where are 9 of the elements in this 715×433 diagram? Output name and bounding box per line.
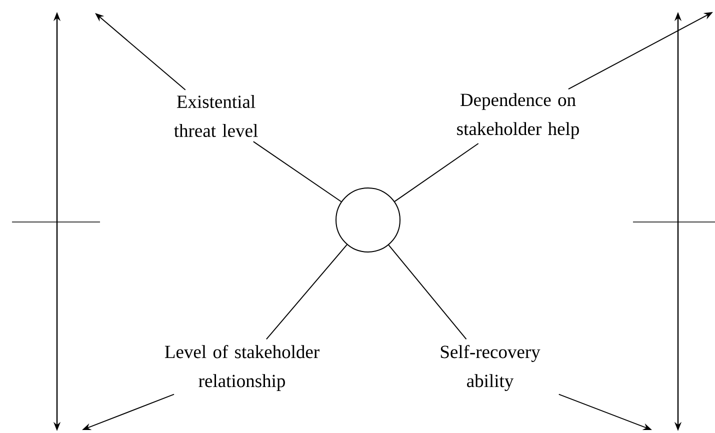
text-label: Level of stakeholder relationship <box>164 345 320 391</box>
connector-line <box>394 143 479 202</box>
connector-line <box>252 141 342 202</box>
center-circle <box>336 188 400 252</box>
connector-line <box>266 244 348 340</box>
connector-line <box>388 244 467 340</box>
text-label: Existential threat level <box>174 94 258 137</box>
text-label: Self-recovery ability <box>440 344 540 391</box>
text-label: Dependence on stakeholder help <box>457 93 579 139</box>
